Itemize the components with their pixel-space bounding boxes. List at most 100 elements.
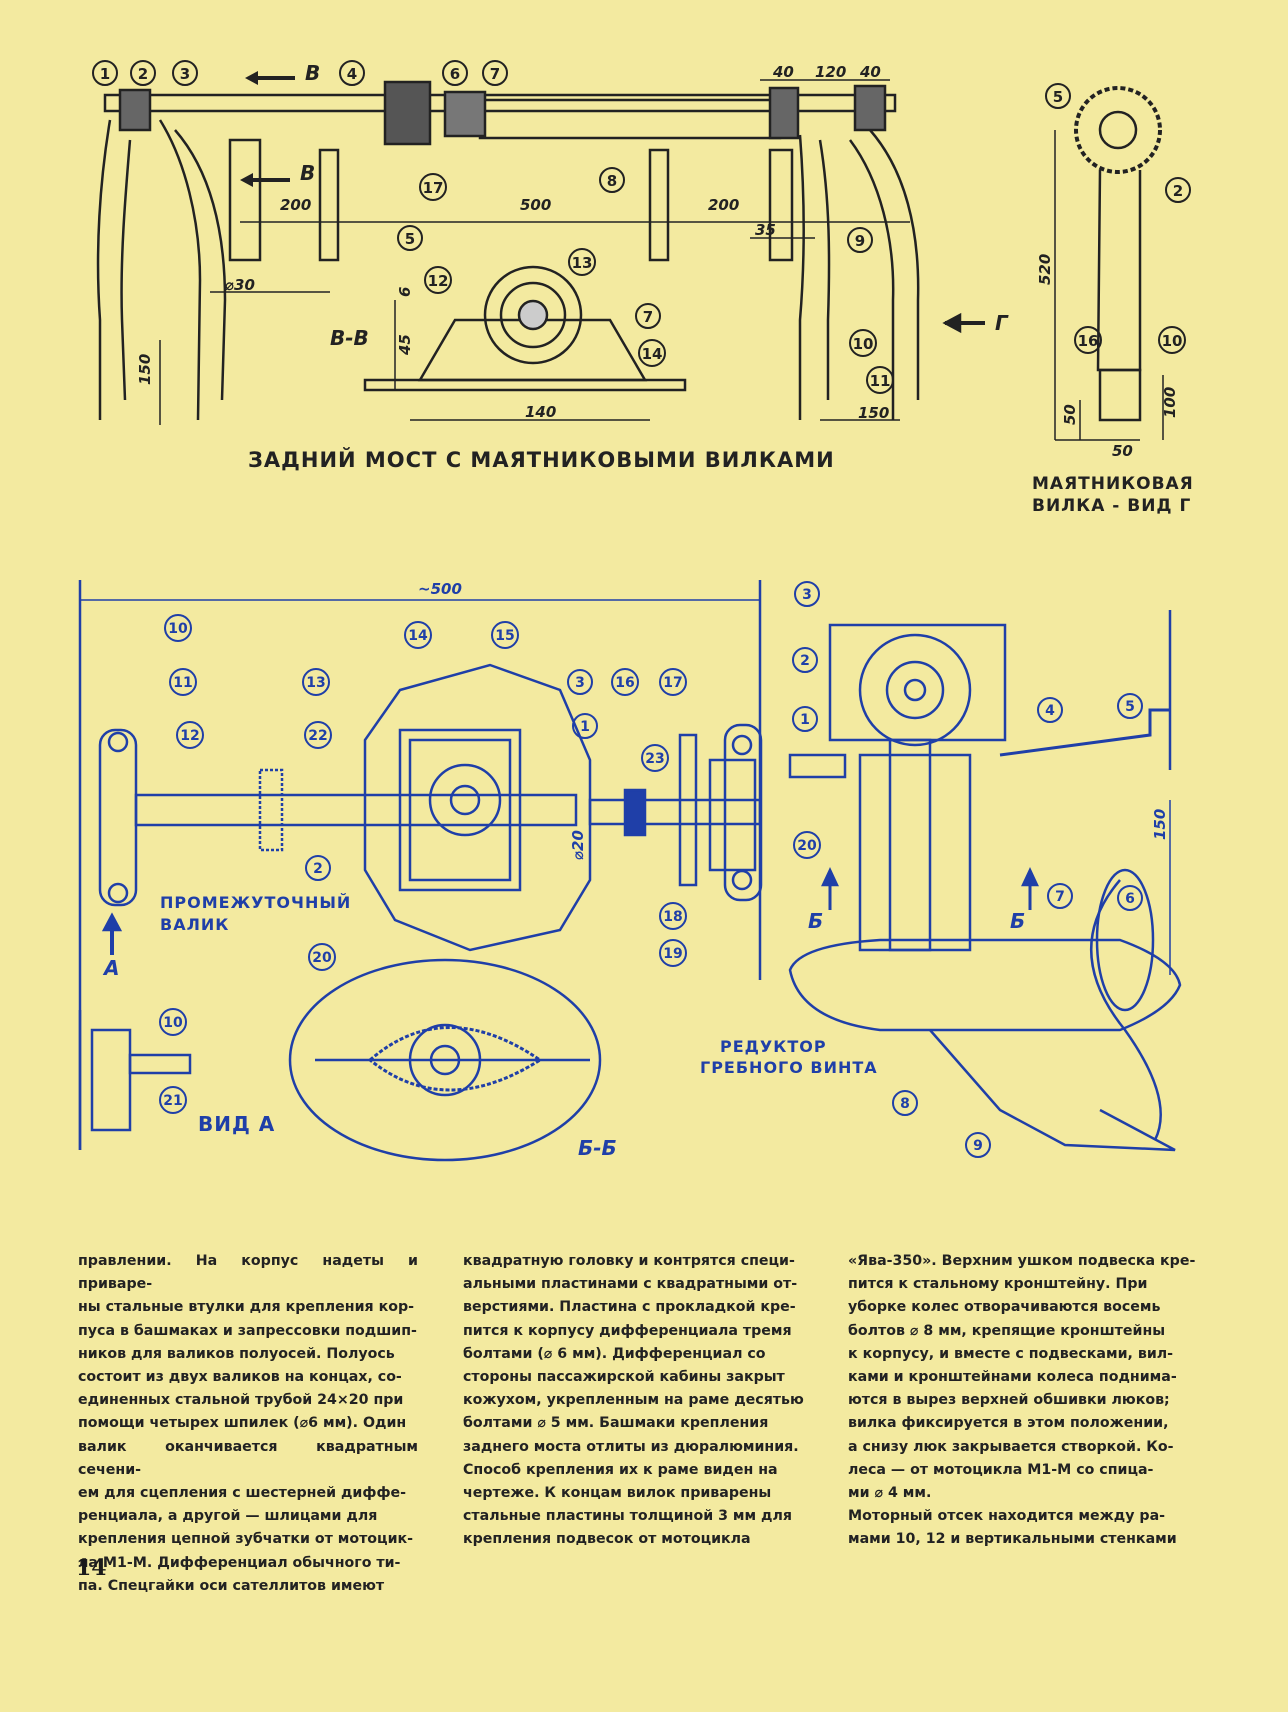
text-line: валик оканчивается квадратным сечени- xyxy=(78,1438,418,1478)
svg-text:17: 17 xyxy=(423,179,444,197)
shaft-callout-1: 1 xyxy=(572,713,598,739)
text-line: «Ява-350». Верхним ушком подвеска кре- xyxy=(848,1253,1196,1269)
text-line: квадратную головку и контрятся специ- xyxy=(463,1253,795,1269)
text-line: ми ⌀ 4 мм. xyxy=(848,1485,932,1502)
text-line: вилка фиксируется в этом положении, xyxy=(848,1415,1169,1432)
axle-tube xyxy=(478,98,782,140)
callout-8: 8 xyxy=(599,167,625,193)
dim-50-bottom: 50 xyxy=(1112,442,1133,460)
shaft-callout-17: 17 xyxy=(659,668,687,696)
text-line: альными пластинами с квадратными от- xyxy=(463,1276,798,1293)
svg-text:1: 1 xyxy=(580,719,590,735)
shaft-callout-13: 13 xyxy=(302,668,330,696)
svg-text:2: 2 xyxy=(138,65,148,83)
side-callout-5: 5 xyxy=(1045,83,1071,109)
svg-text:14: 14 xyxy=(642,345,663,363)
text-line: Моторный отсек находится между ра- xyxy=(848,1508,1166,1525)
text-line: ников для валиков полуосей. Полуось xyxy=(78,1345,395,1362)
shaft-callout-16: 16 xyxy=(611,668,639,696)
text-line: ками и кронштейнами колеса поднима- xyxy=(848,1369,1177,1386)
viewa-callout-10: 10 xyxy=(159,1008,187,1036)
shaft-callout-10: 10 xyxy=(164,614,192,642)
gear-callout-4: 4 xyxy=(1037,697,1063,723)
text-line: леса — от мотоцикла М1-М со спица- xyxy=(848,1461,1154,1478)
dim-35: 35 xyxy=(755,221,776,239)
svg-text:5: 5 xyxy=(1053,88,1063,106)
text-column-3: «Ява-350». Верхним ушком подвеска кре- п… xyxy=(848,1250,1203,1552)
callout-11: 11 xyxy=(866,366,894,394)
svg-text:10: 10 xyxy=(1162,332,1183,350)
svg-text:12: 12 xyxy=(180,728,199,744)
gear-callout-20: 20 xyxy=(793,831,821,859)
svg-text:9: 9 xyxy=(855,232,865,250)
dim-d20: ⌀20 xyxy=(569,830,587,860)
svg-text:7: 7 xyxy=(490,65,500,83)
shaft-callout-23: 23 xyxy=(641,744,669,772)
svg-text:4: 4 xyxy=(1045,703,1055,719)
callout-3: 3 xyxy=(172,60,198,86)
fork-caption-line1: МАЯТНИКОВАЯ xyxy=(1032,474,1194,494)
gear-callout-1: 1 xyxy=(792,706,818,732)
shaft-callout-15: 15 xyxy=(491,621,519,649)
text-line: чертеже. К концам вилок приварены xyxy=(463,1485,772,1502)
text-line: ренциала, а другой — шлицами для xyxy=(78,1508,378,1525)
dim-150-right: 150 xyxy=(858,404,889,422)
callout-5: 5 xyxy=(397,225,423,251)
dim-150-left: 150 xyxy=(136,354,154,385)
svg-text:10: 10 xyxy=(853,335,874,353)
text-line: па. Спецгайки оси сателлитов имеют xyxy=(78,1577,385,1594)
dim-520: 520 xyxy=(1036,254,1054,285)
dim-6: 6 xyxy=(396,287,414,297)
svg-text:2: 2 xyxy=(313,861,323,877)
section-label-vv: В-В xyxy=(330,326,369,350)
gear-callout-2: 2 xyxy=(792,647,818,673)
callout-12: 12 xyxy=(424,266,452,294)
callout-14: 14 xyxy=(638,339,666,367)
section-label-bb: Б-Б xyxy=(578,1136,617,1160)
svg-text:5: 5 xyxy=(405,230,415,248)
svg-text:20: 20 xyxy=(312,950,332,966)
callout-13: 13 xyxy=(568,248,596,276)
viewa-callout-21: 21 xyxy=(159,1086,187,1114)
text-line: а снизу люк закрывается створкой. Ко- xyxy=(848,1438,1174,1455)
text-line: стороны пассажирской кабины закрыт xyxy=(463,1369,785,1386)
text-line: болтами (⌀ 6 мм). Дифференциал со xyxy=(463,1345,766,1362)
text-line: ла М1-М. Дифференциал обычного ти- xyxy=(78,1554,401,1571)
svg-text:21: 21 xyxy=(163,1093,182,1109)
svg-text:7: 7 xyxy=(643,308,653,326)
dim-140: 140 xyxy=(525,403,556,421)
svg-text:7: 7 xyxy=(1055,889,1065,905)
text-line: к корпусу, и вместе с подвесками, вил- xyxy=(848,1345,1174,1362)
text-line: ны стальные втулки для крепления кор- xyxy=(78,1299,415,1316)
svg-text:3: 3 xyxy=(802,587,812,603)
svg-text:20: 20 xyxy=(797,838,817,854)
text-line: крепления цепной зубчатки от мотоцик- xyxy=(78,1531,414,1548)
shaft-callout-22: 22 xyxy=(304,721,332,749)
svg-text:15: 15 xyxy=(495,628,514,644)
side-callout-10: 10 xyxy=(1158,326,1186,354)
svg-text:3: 3 xyxy=(575,675,585,691)
text-line: мами 10, 12 и вертикальными стенками xyxy=(848,1531,1177,1548)
svg-text:22: 22 xyxy=(308,728,327,744)
gear-callout-9: 9 xyxy=(965,1132,991,1158)
svg-text:11: 11 xyxy=(870,372,891,390)
gear-callout-6: 6 xyxy=(1117,885,1143,911)
dim-40-b: 40 xyxy=(859,63,881,81)
svg-text:9: 9 xyxy=(973,1138,983,1154)
gear-callout-5: 5 xyxy=(1117,693,1143,719)
callout-6: 6 xyxy=(442,60,468,86)
dim-500-approx: ~500 xyxy=(418,580,462,598)
text-line: состоит из двух валиков на концах, со- xyxy=(78,1369,402,1386)
text-line: пится к корпусу дифференциала тремя xyxy=(463,1322,792,1339)
dim-150-gear: 150 xyxy=(1151,809,1169,840)
arrow-label-b-left: Б xyxy=(808,909,823,933)
svg-text:2: 2 xyxy=(800,653,810,669)
fork-caption-line2: ВИЛКА - ВИД Г xyxy=(1032,496,1192,516)
dim-120: 120 xyxy=(815,63,846,81)
text-column-2: квадратную головку и контрятся специ- ал… xyxy=(463,1250,808,1552)
view-a-caption: ВИД А xyxy=(198,1112,276,1136)
text-line: пится к стальному кронштейну. При xyxy=(848,1276,1148,1293)
svg-text:16: 16 xyxy=(615,675,634,691)
text-line: единенных стальной трубой 24×20 при xyxy=(78,1392,404,1409)
